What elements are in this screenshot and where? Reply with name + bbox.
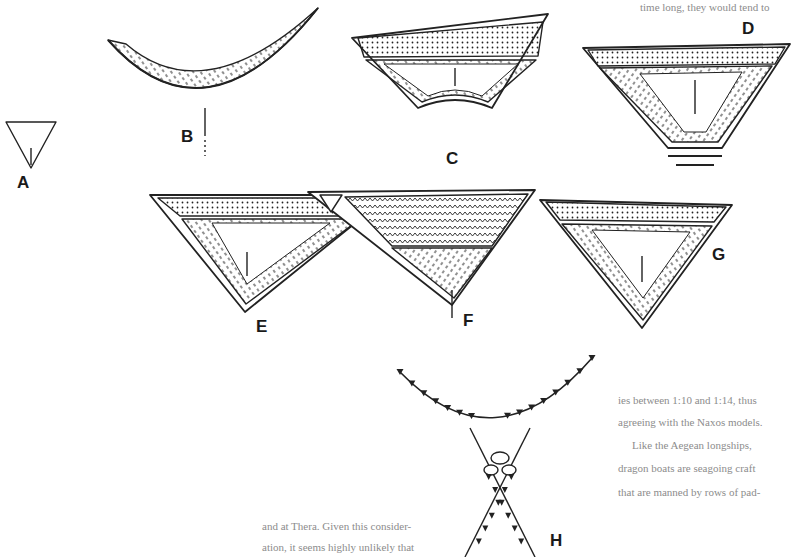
sawtooth-mark: [476, 539, 482, 545]
prow-a: [6, 122, 56, 168]
figure-letter: G: [712, 246, 725, 264]
page-text: time long, they would tend to: [640, 1, 770, 14]
figure-letter: C: [446, 150, 458, 168]
page-text: agreeing with the Naxos models.: [618, 416, 763, 429]
prow-g: [540, 200, 732, 328]
sawtooth-mark: [444, 405, 451, 411]
sawtooth-mark: [576, 368, 583, 374]
sawtooth-mark: [589, 355, 596, 361]
sawtooth-mark: [564, 380, 571, 386]
page-text: ation, it seems highly unlikely that: [262, 541, 414, 554]
prow-d: [583, 44, 790, 165]
sawtooth-mark: [468, 413, 475, 419]
figure-letter: A: [17, 174, 29, 192]
figure-letter: H: [550, 532, 562, 550]
sawtooth-mark: [432, 398, 439, 404]
sawtooth-mark: [505, 513, 511, 519]
figure-letter: E: [256, 318, 267, 336]
page-text: Like the Aegean longships,: [632, 439, 752, 452]
sawtooth-mark: [504, 413, 511, 419]
page-text: that are manned by rows of pad-: [618, 486, 760, 499]
sawtooth-mark: [408, 380, 415, 386]
prow-b: [108, 8, 318, 156]
page-text: and at Thera. Given this consider-: [262, 520, 411, 533]
prow-c: [352, 14, 548, 108]
sawtooth-mark: [516, 409, 523, 415]
page-text: dragon boats are seagoing craft: [618, 462, 755, 475]
sawtooth-mark: [540, 398, 547, 404]
sawtooth-mark: [518, 539, 524, 545]
prow-h: [397, 355, 596, 557]
sawtooth-mark: [552, 390, 559, 396]
sawtooth-mark: [495, 500, 501, 506]
figure-letter: F: [463, 312, 473, 330]
figure-letter: B: [181, 128, 193, 146]
figure-letter: D: [742, 20, 754, 38]
sawtooth-mark: [397, 369, 404, 375]
sawtooth-mark: [486, 474, 492, 480]
sawtooth-mark: [492, 487, 498, 493]
page-text: ies between 1:10 and 1:14, thus: [618, 394, 757, 407]
sawtooth-mark: [489, 513, 495, 519]
prow-f: [308, 190, 535, 318]
sawtooth-mark: [456, 410, 463, 416]
sawtooth-mark: [508, 474, 514, 480]
sawtooth-mark: [482, 526, 488, 532]
sawtooth-mark: [502, 487, 508, 493]
sawtooth-mark: [528, 404, 535, 410]
sawtooth-mark: [512, 526, 518, 532]
sawtooth-mark: [420, 390, 427, 396]
